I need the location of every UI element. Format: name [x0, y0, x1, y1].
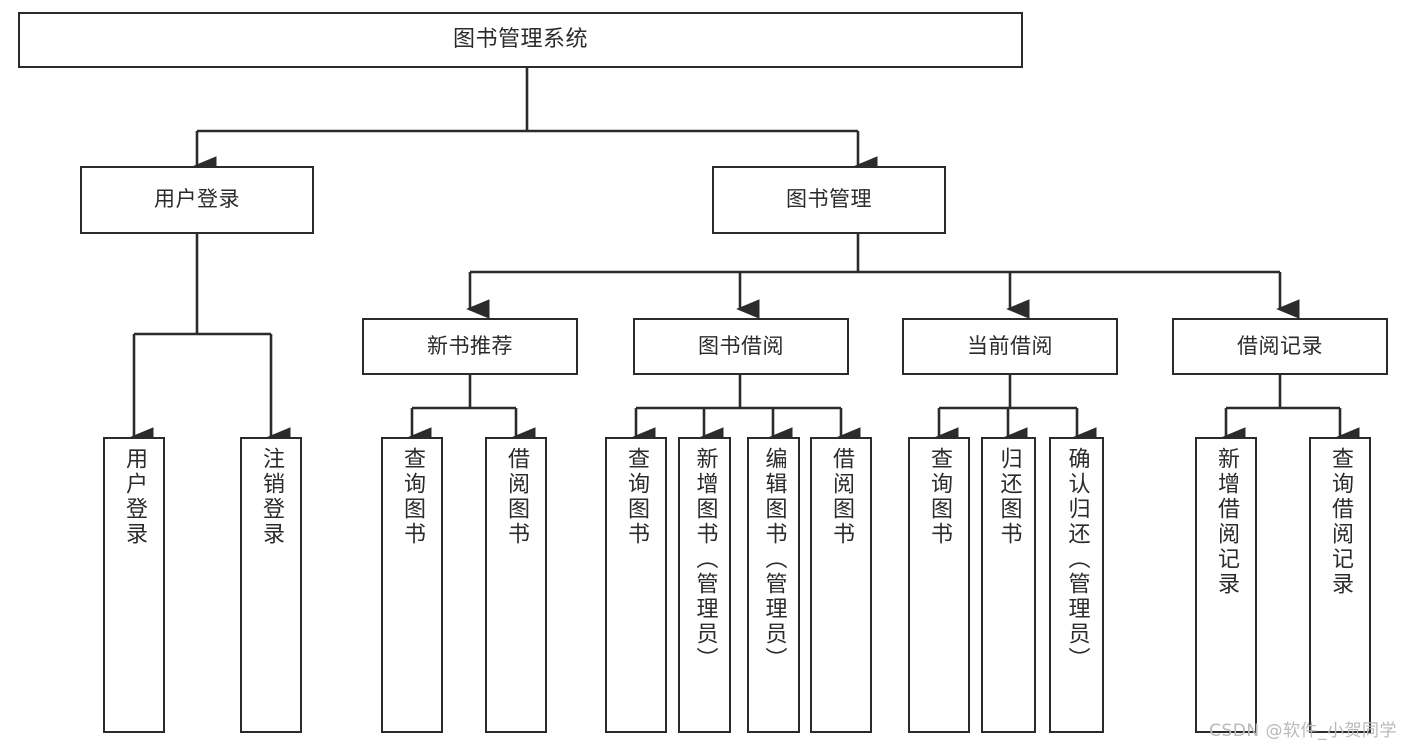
- leaf-confirm-return[interactable]: 确认归还（管理员）: [1049, 437, 1104, 733]
- leaf-add-book[interactable]: 新增图书（管理员）: [678, 437, 731, 733]
- leaf-logout-label: 注销登录: [259, 447, 284, 547]
- node-current-borrow-label: 当前借阅: [967, 333, 1053, 358]
- leaf-query-book-1[interactable]: 查询图书: [381, 437, 443, 733]
- leaf-add-record[interactable]: 新增借阅记录: [1195, 437, 1257, 733]
- leaf-user-login-label: 用户登录: [122, 447, 147, 547]
- leaf-logout[interactable]: 注销登录: [240, 437, 302, 733]
- node-user-login[interactable]: 用户登录: [80, 166, 314, 234]
- leaf-borrow-book-2[interactable]: 借阅图书: [810, 437, 872, 733]
- node-current-borrow[interactable]: 当前借阅: [902, 318, 1118, 375]
- leaf-return-book-label: 归还图书: [996, 447, 1022, 547]
- node-borrow-record[interactable]: 借阅记录: [1172, 318, 1388, 375]
- node-borrow-record-label: 借阅记录: [1237, 333, 1323, 358]
- node-root[interactable]: 图书管理系统: [18, 12, 1023, 68]
- leaf-query-record-label: 查询借阅记录: [1328, 447, 1353, 597]
- leaf-query-record[interactable]: 查询借阅记录: [1309, 437, 1371, 733]
- leaf-query-book-3[interactable]: 查询图书: [908, 437, 970, 733]
- node-root-label: 图书管理系统: [452, 26, 588, 52]
- leaf-query-book-2[interactable]: 查询图书: [605, 437, 667, 733]
- leaf-add-record-label: 新增借阅记录: [1214, 447, 1239, 597]
- node-book-manage-label: 图书管理: [786, 187, 872, 212]
- leaf-borrow-book-1-label: 借阅图书: [504, 447, 529, 547]
- node-new-book-rec-label: 新书推荐: [427, 333, 513, 358]
- leaf-edit-book[interactable]: 编辑图书（管理员）: [747, 437, 800, 733]
- leaf-confirm-return-label: 确认归还（管理员）: [1064, 447, 1090, 672]
- leaf-add-book-label: 新增图书（管理员）: [692, 447, 718, 672]
- node-book-borrow-label: 图书借阅: [698, 333, 784, 358]
- leaf-query-book-3-label: 查询图书: [927, 447, 952, 547]
- leaf-edit-book-label: 编辑图书（管理员）: [761, 447, 787, 672]
- node-user-login-label: 用户登录: [154, 187, 240, 212]
- node-book-borrow[interactable]: 图书借阅: [633, 318, 849, 375]
- leaf-borrow-book-1[interactable]: 借阅图书: [485, 437, 547, 733]
- leaf-return-book[interactable]: 归还图书: [981, 437, 1036, 733]
- leaf-query-book-2-label: 查询图书: [624, 447, 649, 547]
- node-new-book-rec[interactable]: 新书推荐: [362, 318, 578, 375]
- leaf-borrow-book-2-label: 借阅图书: [829, 447, 854, 547]
- node-book-manage[interactable]: 图书管理: [712, 166, 946, 234]
- leaf-query-book-1-label: 查询图书: [400, 447, 425, 547]
- leaf-user-login[interactable]: 用户登录: [103, 437, 165, 733]
